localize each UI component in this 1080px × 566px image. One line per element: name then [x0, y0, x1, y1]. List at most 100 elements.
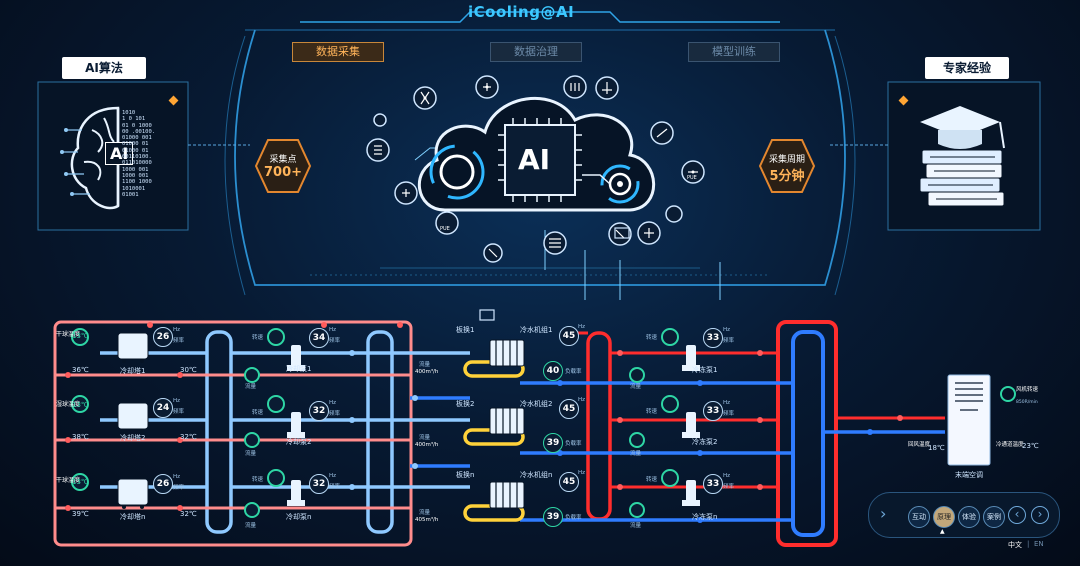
tower1-dry-label: 干球温度	[56, 331, 81, 338]
cpump2-speed-label: 转速	[252, 410, 264, 416]
tab-data-governance[interactable]: 数据治理	[490, 42, 582, 62]
tower3-dry-label: 干球温度	[56, 477, 81, 484]
binary-line: 1000 001	[122, 172, 149, 179]
chiller1-freq-unit: Hz	[578, 324, 586, 330]
cpump2-name: 冷却泵2	[286, 438, 312, 446]
tower2-name: 冷却塔2	[120, 434, 146, 442]
principle-button[interactable]: 原理	[933, 506, 955, 528]
chpump2-flow-label: 流量	[630, 451, 642, 457]
chpump1-speed-label: 转速	[646, 335, 658, 341]
tower2-out-temp: 32℃	[180, 433, 197, 441]
chpump3-freq-label: 频率	[723, 484, 735, 490]
chiller2-load: 39	[543, 433, 563, 453]
cpump2-flow-label: 流量	[245, 451, 257, 457]
binary-line: 01001	[122, 191, 139, 198]
tower3-out-temp: 32℃	[180, 510, 197, 518]
experience-button[interactable]: 体验	[958, 506, 980, 528]
chpump3-freq: 33	[703, 474, 723, 494]
tab-model-training[interactable]: 模型训练	[688, 42, 780, 62]
ac-return-value: 18℃	[928, 444, 945, 452]
chpump3-name: 冷冻泵n	[692, 513, 718, 521]
cpump2-freq-label: 频率	[329, 411, 341, 417]
ai-cloud	[418, 96, 656, 212]
next-arrow-icon[interactable]: ›	[1031, 506, 1049, 524]
tower1-freq-label: 频率	[173, 338, 185, 344]
sensor-icons	[366, 75, 705, 263]
collection-period-label: 采集周期	[768, 155, 805, 165]
chiller1-load-label: 负载率	[565, 369, 582, 375]
tower2-dry-label: 湿球温度	[56, 401, 81, 408]
pue-label-right: PUE	[687, 175, 697, 181]
cpump2-freq: 32	[309, 401, 329, 421]
cpump1-freq-unit: Hz	[329, 327, 337, 333]
lang-english[interactable]: EN	[1034, 540, 1044, 548]
chiller2-freq-unit: Hz	[578, 397, 586, 403]
chiller1-flow: 400m³/h	[415, 369, 439, 375]
tower1-out-temp: 30℃	[180, 366, 197, 374]
chillern-freq: 45	[559, 472, 579, 492]
chiller2-flow-label: 流量	[419, 435, 431, 441]
chillern-name: 冷水机组n	[520, 471, 553, 479]
page-title: iCooling@AI	[468, 3, 575, 21]
binary-line: 01000 001	[122, 135, 152, 142]
cpump3-flow-label: 流量	[245, 523, 257, 529]
ac-fan-label: 风机转速	[1016, 387, 1039, 393]
chiller2-freq: 45	[559, 399, 579, 419]
binary-line: 00 .00100.	[122, 128, 156, 135]
chpump3-flow-label: 流量	[630, 523, 642, 529]
selected-indicator-icon: ▲	[940, 528, 945, 535]
tower3-dry-value: 13℃	[72, 478, 89, 486]
brain-ai-label: AI	[105, 142, 134, 165]
chiller1-name: 冷水机组1	[520, 326, 553, 334]
pue-label-left: PUE	[440, 226, 450, 232]
tower3-freq-label: 频率	[173, 485, 185, 491]
chpump1-freq-unit: Hz	[723, 327, 731, 333]
ac-fan-value: 850R/min	[1016, 400, 1038, 405]
collection-points-label: 采集点	[269, 155, 297, 165]
chiller2-load-label: 负载率	[565, 441, 582, 447]
binary-line: 01 0 1000	[122, 122, 152, 129]
tower1-dry-value: 13℃	[72, 332, 89, 340]
hx2-name: 板换2	[456, 400, 475, 408]
prev-arrow-icon[interactable]: ‹	[1008, 506, 1026, 524]
tower3-name: 冷却塔n	[120, 513, 146, 521]
tower1-freq: 26	[153, 327, 173, 347]
binary-line: 011010000	[122, 160, 152, 167]
binary-stream: 1010 1 0 101 01 0 1000 00 .00100. 01000 …	[122, 110, 182, 198]
cpump3-freq-unit: Hz	[329, 473, 337, 479]
lang-chinese[interactable]: 中文	[1008, 541, 1022, 549]
cpump3-freq: 32	[309, 474, 329, 494]
cpump1-speed-label: 转速	[252, 335, 264, 341]
cpump3-speed-label: 转速	[252, 477, 264, 483]
interact-button[interactable]: 互动	[908, 506, 930, 528]
hxn-name: 板换n	[456, 471, 475, 479]
forward-chevron-icon[interactable]: ›	[880, 504, 887, 523]
tower3-freq: 26	[153, 474, 173, 494]
fan-gauge-icon	[1000, 386, 1016, 402]
ac-unit-name: 末端空调	[955, 471, 983, 479]
chpump2-freq-unit: Hz	[723, 400, 731, 406]
tower2-in-temp: 38℃	[72, 433, 89, 441]
chillern-freq-unit: Hz	[578, 470, 586, 476]
ac-supply-value: 23℃	[1022, 442, 1039, 450]
tab-data-collection[interactable]: 数据采集	[292, 42, 384, 62]
chpump1-name: 冷冻泵1	[692, 366, 718, 374]
chillern-flow: 405m³/h	[415, 517, 439, 523]
chiller1-load: 40	[543, 361, 563, 381]
ac-return-label: 回风温度	[908, 442, 931, 448]
tower2-dry-value: 13℃	[72, 401, 89, 409]
stat-hexagon-left	[254, 139, 312, 193]
cpump1-flow-label: 流量	[245, 384, 257, 390]
binary-line: 01000 01	[122, 147, 149, 154]
lang-separator: |	[1027, 540, 1030, 548]
chiller2-flow: 400m³/h	[415, 442, 439, 448]
case-button[interactable]: 案例	[983, 506, 1005, 528]
tower3-freq-unit: Hz	[173, 474, 181, 480]
ai-algorithm-title: AI算法	[62, 57, 146, 79]
collection-period-value: 5分钟	[769, 169, 805, 184]
chiller1-freq: 45	[559, 326, 579, 346]
chpump1-freq: 33	[703, 328, 723, 348]
chillern-load-label: 负载率	[565, 515, 582, 521]
